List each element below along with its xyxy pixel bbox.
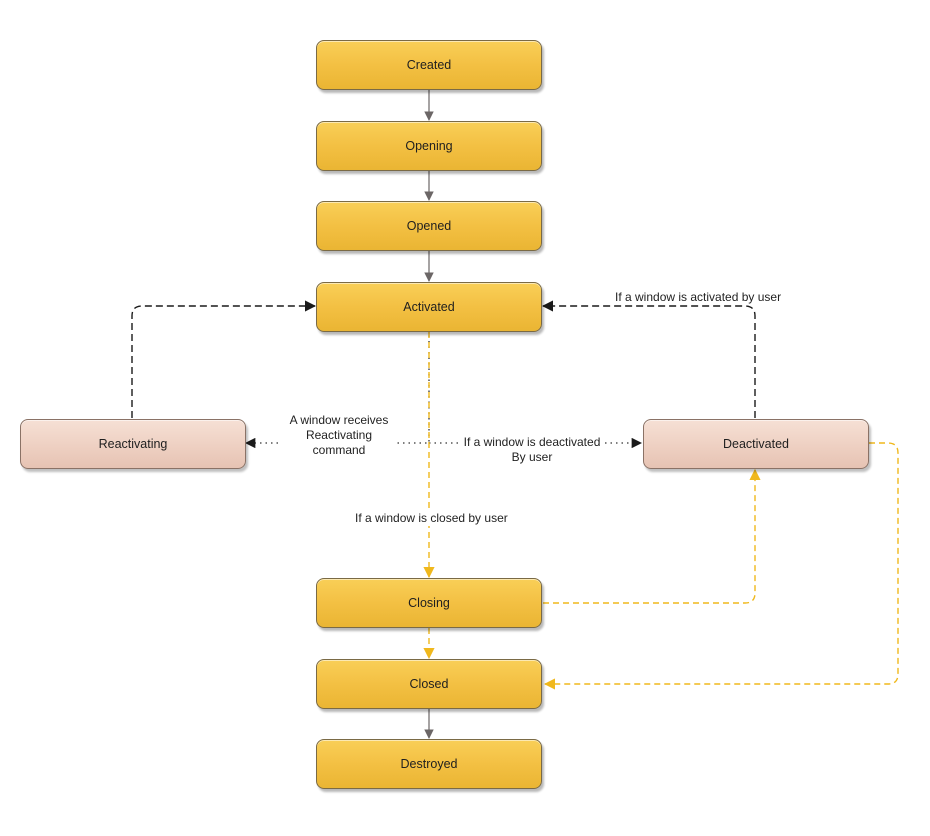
label-line: A window receives [289, 413, 389, 427]
state-opening: Opening [316, 121, 542, 171]
label-activated-by-user: If a window is activated by user [612, 290, 785, 305]
state-closed: Closed [316, 659, 542, 709]
label-line: If a window is deactivated [461, 435, 603, 450]
state-label: Closed [409, 677, 449, 691]
label-closed-by-user: If a window is closed by user [352, 511, 511, 526]
label-line: command [312, 443, 366, 457]
state-deactivated: Deactivated [643, 419, 869, 469]
state-label: Closing [408, 596, 450, 610]
state-label: Created [406, 58, 452, 72]
state-reactivating: Reactivating [20, 419, 246, 469]
state-opened: Opened [316, 201, 542, 251]
state-activated: Activated [316, 282, 542, 332]
state-destroyed: Destroyed [316, 739, 542, 789]
label-deactivated-by-user: If a window is deactivated By user [459, 435, 605, 465]
state-closing: Closing [316, 578, 542, 628]
state-label: Opening [405, 139, 453, 153]
state-label: Activated [403, 300, 455, 314]
state-label: Deactivated [722, 437, 789, 451]
state-label: Opened [406, 219, 452, 233]
label-line: By user [509, 450, 555, 465]
state-created: Created [316, 40, 542, 90]
edge-closing-deactivated [543, 468, 761, 604]
state-label: Destroyed [400, 757, 458, 771]
edge-deactivated-closed [543, 442, 899, 690]
state-label: Reactivating [98, 437, 168, 451]
edge-deactivated-activated [541, 300, 756, 418]
edge-reactivating-activated [131, 300, 317, 418]
label-receives-reactivating: A window receives Reactivating command [282, 413, 396, 458]
label-line: Reactivating [305, 428, 373, 442]
